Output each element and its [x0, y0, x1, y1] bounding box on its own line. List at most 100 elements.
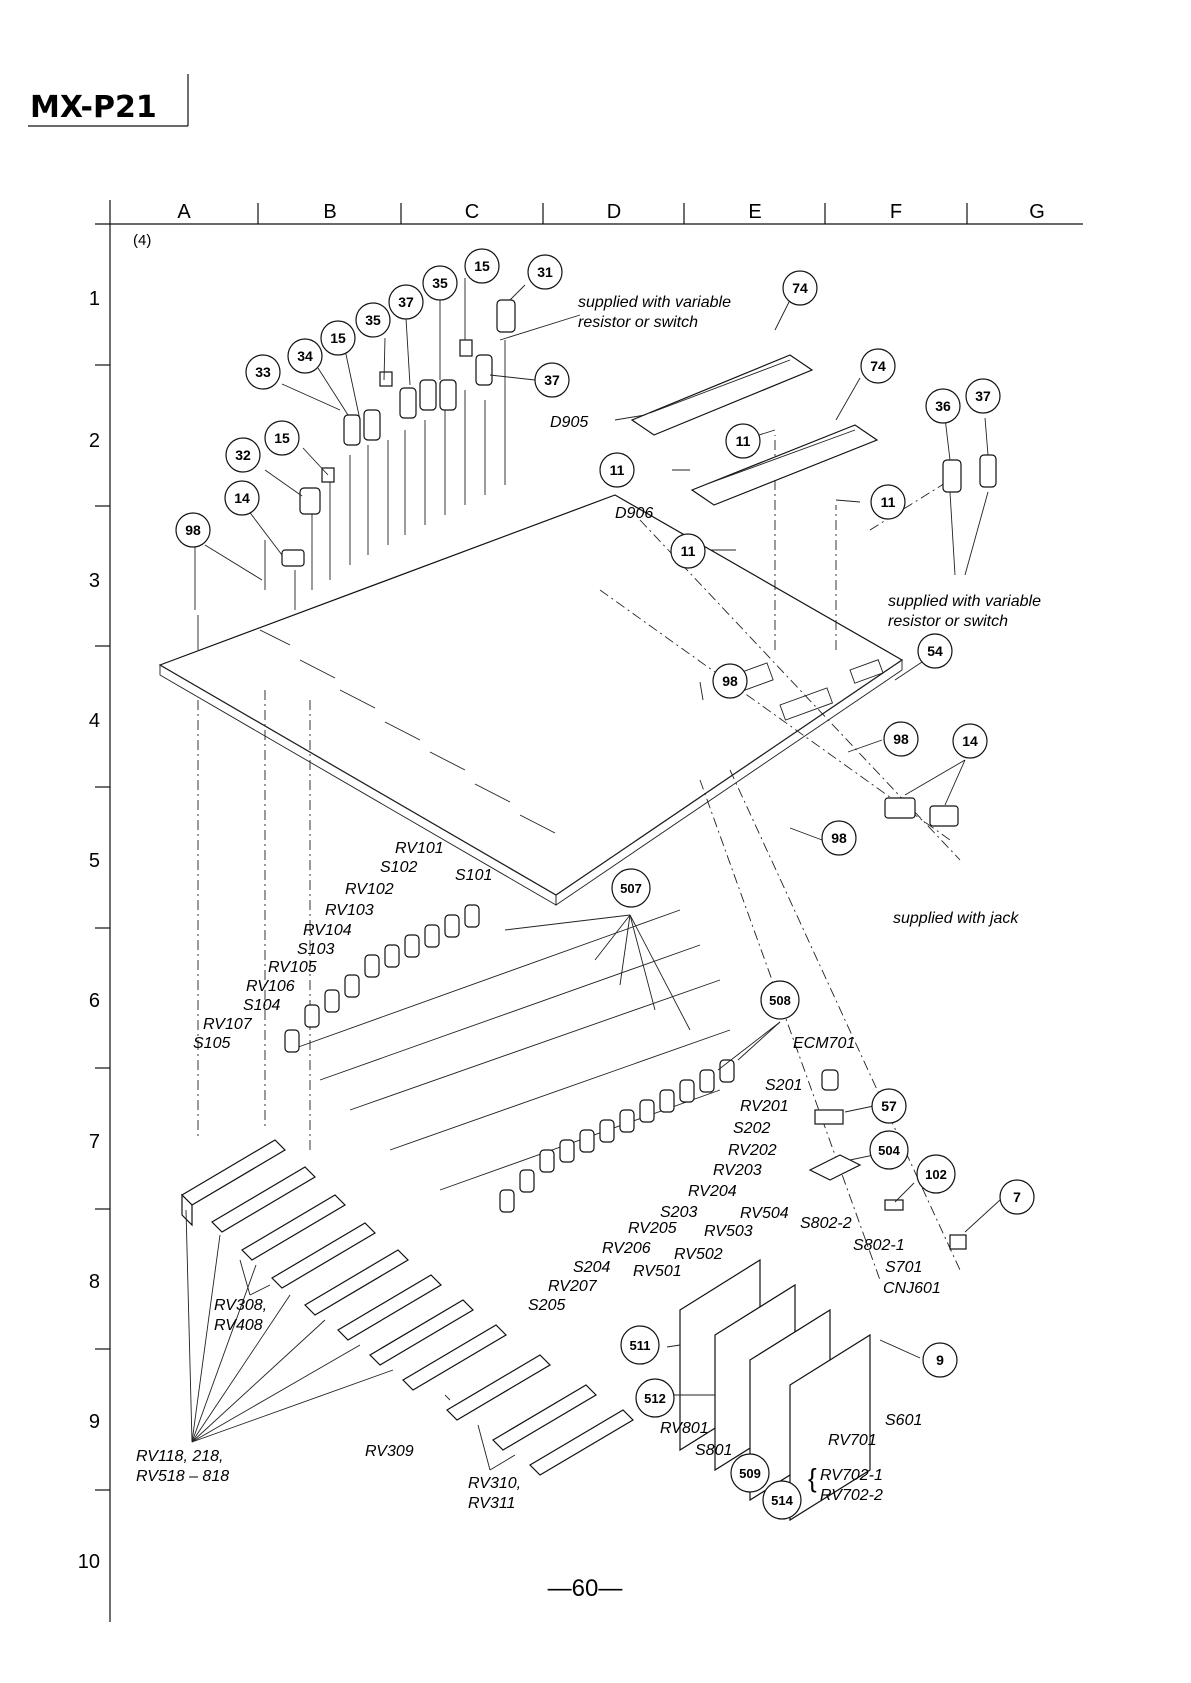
- section-label: (4): [133, 232, 151, 249]
- svg-text:514: 514: [771, 1493, 793, 1508]
- svg-text:509: 509: [739, 1466, 761, 1481]
- part-labels: D905 D906 RV101 S102 S101 RV102 RV103 RV…: [136, 414, 941, 1512]
- svg-text:35: 35: [432, 275, 448, 291]
- svg-text:35: 35: [365, 312, 381, 328]
- svg-text:74: 74: [792, 280, 808, 296]
- callout-15: 15: [320, 320, 356, 356]
- callout-514: 514: [762, 1480, 802, 1520]
- ref-callouts: 31 15 35 37 35 15 34 33 15 32 14 98 37 7…: [175, 248, 1035, 1520]
- callout-35: 35: [355, 302, 391, 338]
- callout-57: 57: [871, 1088, 907, 1124]
- row-header-3: 3: [89, 570, 100, 592]
- svg-text:32: 32: [235, 447, 251, 463]
- label-rv201: RV201: [740, 1098, 789, 1115]
- column-header-c: C: [465, 201, 479, 223]
- label-s701: S701: [885, 1259, 922, 1276]
- label-s802-2: S802-2: [800, 1215, 852, 1232]
- svg-text:98: 98: [185, 522, 201, 538]
- svg-text:98: 98: [722, 673, 738, 689]
- svg-text:37: 37: [398, 294, 414, 310]
- callout-15: 15: [464, 248, 500, 284]
- note-top-line1: supplied with variable: [578, 294, 731, 311]
- led-boards: [630, 354, 879, 506]
- callout-11: 11: [725, 423, 761, 459]
- leader-lines: [185, 278, 1001, 1471]
- label-rv702-1: RV702-1: [820, 1467, 883, 1484]
- callout-74: 74: [782, 270, 818, 306]
- label-rv503: RV503: [704, 1223, 753, 1240]
- callout-34: 34: [287, 338, 323, 374]
- svg-text:11: 11: [610, 462, 625, 478]
- label-rv118-218: RV118, 218,: [136, 1448, 223, 1465]
- slide-potentiometers: [181, 1139, 634, 1476]
- label-s202: S202: [733, 1120, 770, 1137]
- svg-text:9: 9: [936, 1352, 944, 1368]
- svg-text:508: 508: [769, 993, 791, 1008]
- callout-37: 37: [534, 362, 570, 398]
- svg-text:512: 512: [644, 1391, 666, 1406]
- label-rv310: RV310,: [468, 1475, 521, 1492]
- label-brace: {: [808, 1463, 817, 1493]
- callout-15: 15: [264, 420, 300, 456]
- svg-text:507: 507: [620, 881, 642, 896]
- label-cnj601: CNJ601: [883, 1280, 941, 1297]
- label-rv202: RV202: [728, 1142, 777, 1159]
- label-rv408: RV408: [214, 1317, 263, 1334]
- callout-9: 9: [922, 1342, 958, 1378]
- callout-14: 14: [952, 723, 988, 759]
- callout-7: 7: [999, 1179, 1035, 1215]
- svg-text:36: 36: [935, 398, 951, 414]
- label-s101: S101: [455, 867, 492, 884]
- column-header-e: E: [748, 201, 761, 223]
- label-rv502: RV502: [674, 1246, 723, 1263]
- svg-text:7: 7: [1013, 1189, 1021, 1205]
- callout-33: 33: [245, 354, 281, 390]
- label-rv105: RV105: [268, 959, 317, 976]
- label-d905: D905: [550, 414, 588, 431]
- callout-504: 504: [869, 1130, 909, 1170]
- callout-508: 508: [760, 980, 800, 1020]
- label-rv701: RV701: [828, 1432, 877, 1449]
- callout-54: 54: [917, 633, 953, 669]
- note-right-line2: resistor or switch: [888, 613, 1008, 630]
- label-s201: S201: [765, 1077, 802, 1094]
- callout-98: 98: [883, 721, 919, 757]
- callout-512: 512: [635, 1378, 675, 1418]
- label-d906: D906: [615, 505, 653, 522]
- svg-text:31: 31: [537, 264, 553, 280]
- label-s801: S801: [695, 1442, 732, 1459]
- label-rv205: RV205: [628, 1220, 677, 1237]
- callout-37: 37: [965, 378, 1001, 414]
- svg-text:14: 14: [234, 490, 250, 506]
- knobs: [281, 299, 997, 827]
- model-title: MX-P21: [30, 90, 157, 125]
- callout-11: 11: [870, 484, 906, 520]
- label-s205: S205: [528, 1297, 565, 1314]
- column-header-a: A: [177, 201, 191, 223]
- callout-74: 74: [860, 348, 896, 384]
- row-header-5: 5: [89, 850, 100, 872]
- svg-text:34: 34: [297, 348, 313, 364]
- label-s103: S103: [297, 941, 334, 958]
- label-rv204: RV204: [688, 1183, 737, 1200]
- note-jack: supplied with jack: [893, 910, 1019, 927]
- label-s802-1: S802-1: [853, 1237, 905, 1254]
- label-rv309: RV309: [365, 1443, 414, 1460]
- grid-frame: [95, 200, 1083, 1622]
- callout-98: 98: [175, 512, 211, 548]
- svg-text:15: 15: [330, 330, 346, 346]
- svg-text:14: 14: [962, 733, 978, 749]
- column-header-f: F: [890, 201, 902, 223]
- label-rv203: RV203: [713, 1162, 762, 1179]
- label-s105: S105: [193, 1035, 230, 1052]
- callout-98: 98: [821, 820, 857, 856]
- svg-text:37: 37: [544, 372, 560, 388]
- rotary-pot-rows: [284, 904, 735, 1213]
- callout-32: 32: [225, 437, 261, 473]
- row-header-8: 8: [89, 1271, 100, 1293]
- label-s204: S204: [573, 1259, 610, 1276]
- label-s203: S203: [660, 1204, 697, 1221]
- label-rv107: RV107: [203, 1016, 253, 1033]
- row-header-9: 9: [89, 1411, 100, 1433]
